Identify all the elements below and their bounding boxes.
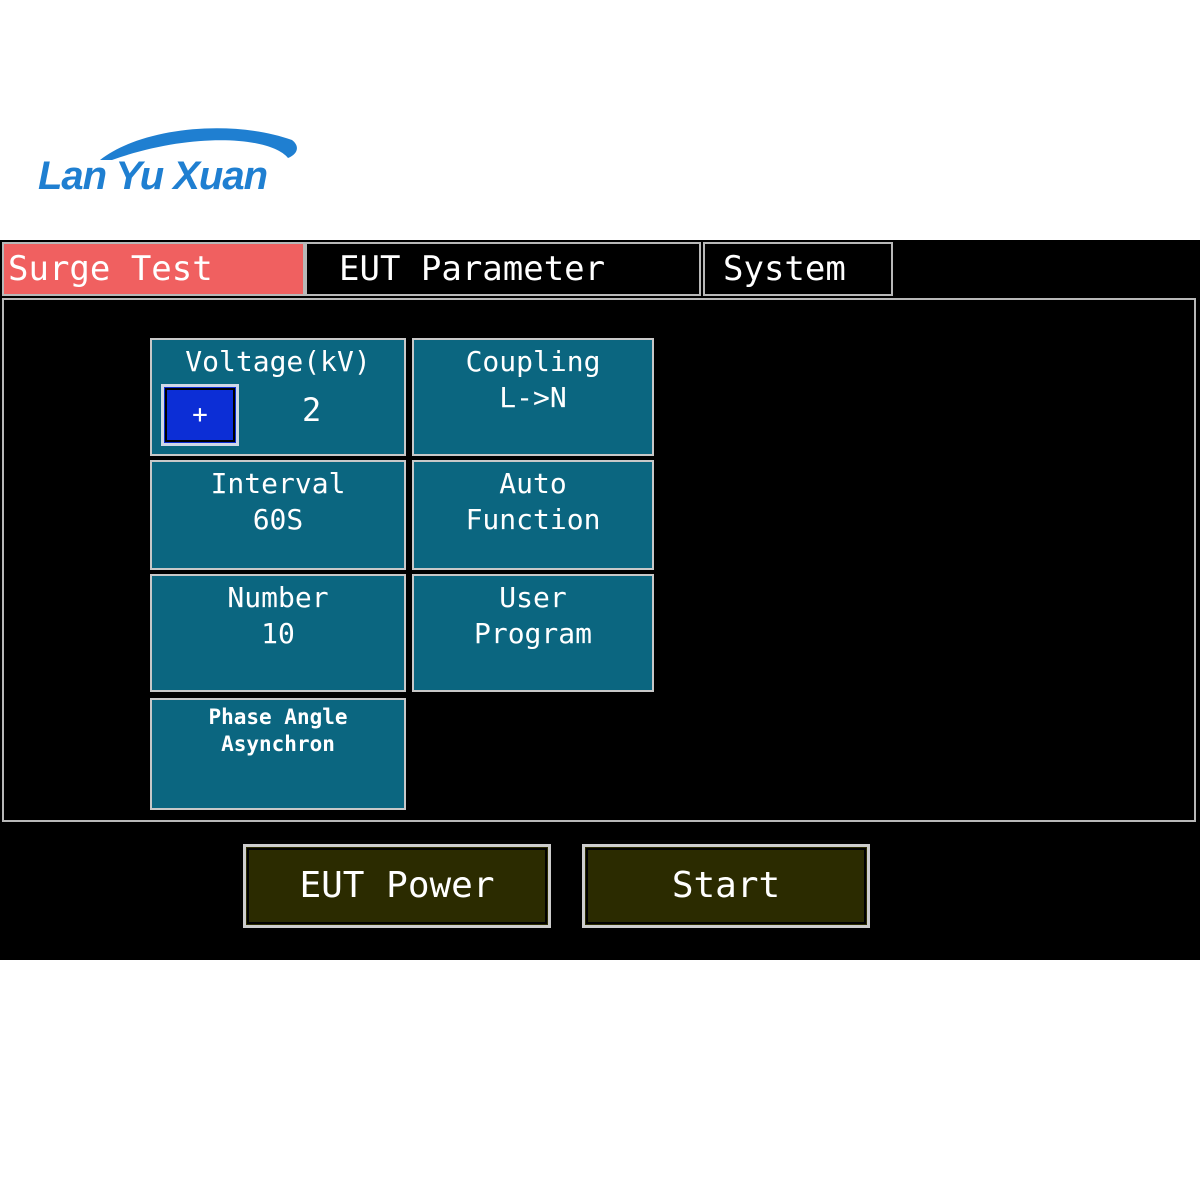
voltage-tile[interactable]: Voltage(kV) + 2 bbox=[150, 338, 406, 456]
device-screen: Surge Test EUT Parameter System Voltage(… bbox=[0, 240, 1200, 960]
voltage-value: 2 bbox=[302, 391, 322, 429]
interval-value: 60S bbox=[252, 503, 304, 536]
number-label: Number bbox=[227, 581, 329, 614]
user-program-tile[interactable]: User Program bbox=[412, 574, 654, 692]
voltage-plus-button[interactable]: + bbox=[161, 384, 239, 446]
coupling-label: Coupling bbox=[465, 345, 601, 378]
phase-angle-tile[interactable]: Phase Angle Asynchron bbox=[150, 698, 406, 810]
auto-function-tile[interactable]: Auto Function bbox=[412, 460, 654, 570]
start-button[interactable]: Start bbox=[582, 844, 870, 928]
tab-eut-parameter[interactable]: EUT Parameter bbox=[305, 242, 701, 296]
number-value: 10 bbox=[261, 617, 295, 650]
phase-angle-value: Asynchron bbox=[221, 732, 335, 756]
voltage-label: Voltage(kV) bbox=[185, 345, 371, 378]
swoosh-icon bbox=[100, 128, 297, 160]
auto-function-label-2: Function bbox=[465, 503, 601, 536]
user-program-label-1: User bbox=[499, 581, 567, 614]
auto-function-label-1: Auto bbox=[499, 467, 567, 500]
coupling-value: L->N bbox=[499, 381, 567, 414]
tab-system[interactable]: System bbox=[703, 242, 893, 296]
phase-angle-label: Phase Angle bbox=[208, 705, 348, 729]
number-tile[interactable]: Number 10 bbox=[150, 574, 406, 692]
interval-tile[interactable]: Interval 60S bbox=[150, 460, 406, 570]
brand-logo: Lan Yu Xuan bbox=[30, 118, 310, 198]
brand-name: Lan Yu Xuan bbox=[38, 154, 268, 198]
user-program-label-2: Program bbox=[473, 617, 592, 650]
tab-surge-test[interactable]: Surge Test bbox=[2, 242, 305, 296]
interval-label: Interval bbox=[210, 467, 346, 500]
surge-test-panel bbox=[2, 298, 1196, 822]
eut-power-button[interactable]: EUT Power bbox=[243, 844, 551, 928]
coupling-tile[interactable]: Coupling L->N bbox=[412, 338, 654, 456]
